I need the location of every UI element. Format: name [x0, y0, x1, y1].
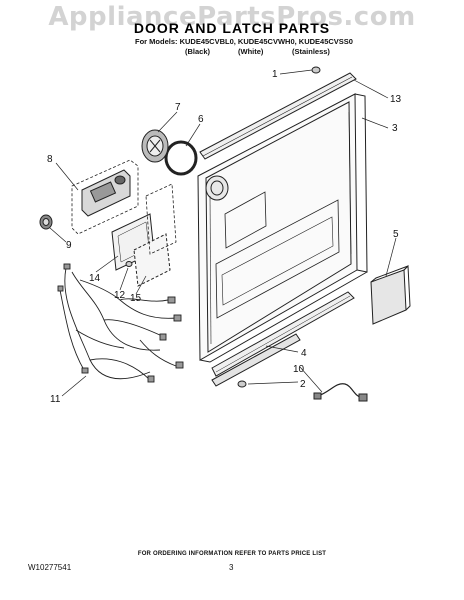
callout-4: 4 — [301, 348, 307, 359]
callout-9: 9 — [66, 240, 72, 251]
callout-5: 5 — [393, 229, 399, 240]
wire-harness — [57, 263, 184, 383]
variant-white: (White) — [238, 47, 264, 56]
callout-11: 11 — [50, 394, 61, 405]
board-cover — [133, 183, 177, 287]
latch-assembly — [71, 159, 139, 235]
door-knob — [39, 214, 53, 230]
callout-labels: 1 13 3 7 6 8 9 14 12 15 5 4 10 2 11 — [47, 69, 402, 405]
callout-1: 1 — [272, 69, 278, 80]
callout-10: 10 — [293, 364, 305, 375]
callout-2: 2 — [300, 379, 306, 390]
page-number: 3 — [229, 563, 234, 572]
dispenser-cap — [141, 129, 169, 163]
screw-top — [311, 66, 321, 74]
door-panel — [197, 93, 368, 363]
document-id: W10277541 — [28, 563, 72, 572]
variant-black: (Black) — [185, 47, 211, 56]
ordering-note: FOR ORDERING INFORMATION REFER TO PARTS … — [137, 551, 327, 557]
page-title: DOOR AND LATCH PARTS — [133, 20, 331, 36]
variant-stainless: (Stainless) — [292, 47, 330, 56]
sensor-cable — [313, 383, 368, 402]
callout-7: 7 — [175, 102, 181, 113]
callout-15: 15 — [130, 293, 142, 304]
top-trim-strip — [199, 72, 357, 160]
models-line: For Models: KUDE45CVBL0, KUDE45CVWH0, KU… — [135, 37, 353, 46]
callout-14: 14 — [89, 273, 101, 284]
watermark: AppliancePartsPros.com — [48, 2, 416, 32]
side-vent-bracket — [370, 264, 411, 325]
board-screw — [125, 261, 133, 267]
callout-8: 8 — [47, 154, 53, 165]
leader-lines — [49, 69, 397, 397]
callout-3: 3 — [392, 123, 398, 134]
callout-13: 13 — [390, 94, 402, 105]
bottom-vent-strip — [211, 291, 355, 387]
dispenser-gasket-ring — [164, 140, 198, 176]
screw-bottom — [237, 380, 247, 388]
callout-6: 6 — [198, 114, 204, 125]
callout-12: 12 — [114, 290, 126, 301]
